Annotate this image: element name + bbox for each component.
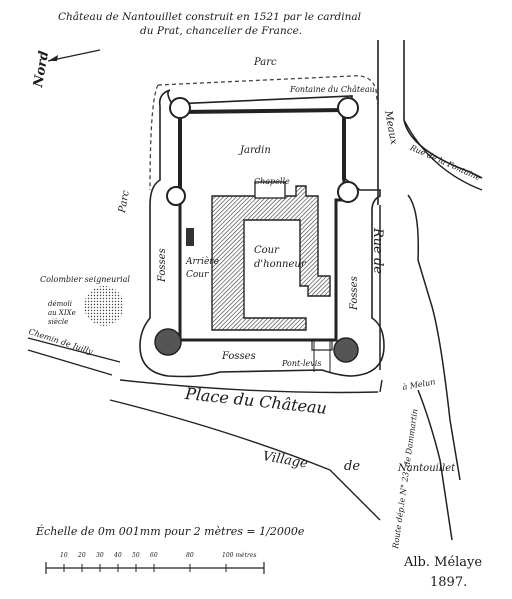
scale-tick-20: 20 — [78, 552, 86, 559]
scale-tick-50: 50 — [132, 552, 140, 559]
label-colombier: Colombier seigneurial — [40, 275, 130, 284]
colombier-icon — [84, 286, 124, 326]
map-title-line1: Château de Nantouillet construit en 1521… — [58, 11, 361, 23]
pont-levis-icon — [311, 339, 333, 372]
label-pont-levis: Pont-levis — [282, 359, 322, 368]
tower-bottom-left — [154, 328, 182, 356]
label-parc-top: Parc — [254, 57, 277, 68]
label-fontaine: Fontaine du Château — [290, 85, 375, 94]
label-jardin: Jardin — [240, 145, 271, 156]
label-fosses-left: Fosses — [157, 248, 168, 282]
chateau-building — [211, 185, 331, 331]
chapelle-building — [254, 181, 286, 199]
signature-name: Alb. Mélaye — [404, 555, 483, 570]
scale-text: Échelle de 0m 001mm pour 2 mètres = 1/20… — [36, 525, 305, 538]
rue-de-meaux-lower — [379, 194, 461, 541]
scale-bar — [45, 562, 265, 574]
label-arriere-cour: Arrière Cour — [186, 257, 219, 280]
scale-tick-30: 30 — [96, 552, 104, 559]
tower-bottom-right — [333, 337, 359, 363]
signature-year: 1897. — [430, 575, 468, 590]
scale-tick-60: 60 — [150, 552, 158, 559]
scale-tick-80: 80 — [186, 552, 194, 559]
scale-tick-100: 100 mètres — [222, 552, 257, 559]
scale-tick-40: 40 — [114, 552, 122, 559]
tower-top-right — [337, 97, 359, 119]
tower-top-left — [169, 97, 191, 119]
chemin-de-juilly — [27, 337, 121, 376]
scale-tick-10: 10 — [60, 552, 68, 559]
label-nantouillet: Nantouillet — [398, 463, 456, 474]
place-boundary — [109, 379, 383, 521]
label-cour-honneur: Cour d'honneur — [254, 245, 306, 270]
map-title-line2: du Prat, chancelier de France. — [140, 25, 303, 37]
park-boundary — [149, 75, 379, 191]
rue-de-la-fontaine-edge — [403, 119, 483, 191]
label-demoli: démoli au XIXe siècle — [48, 300, 76, 327]
north-arrow-icon — [47, 49, 101, 62]
label-fosses-bottom: Fosses — [222, 351, 256, 362]
label-chapelle: Chapelle — [254, 177, 290, 186]
moat-outer — [139, 89, 385, 378]
tower-mid-left — [166, 186, 186, 206]
label-fosses-right: Fosses — [349, 276, 360, 310]
tower-mid-right — [337, 181, 359, 203]
label-de: de — [344, 459, 361, 474]
arriere-cour-wing — [186, 228, 194, 246]
label-rue-de: Rue de — [370, 228, 385, 275]
